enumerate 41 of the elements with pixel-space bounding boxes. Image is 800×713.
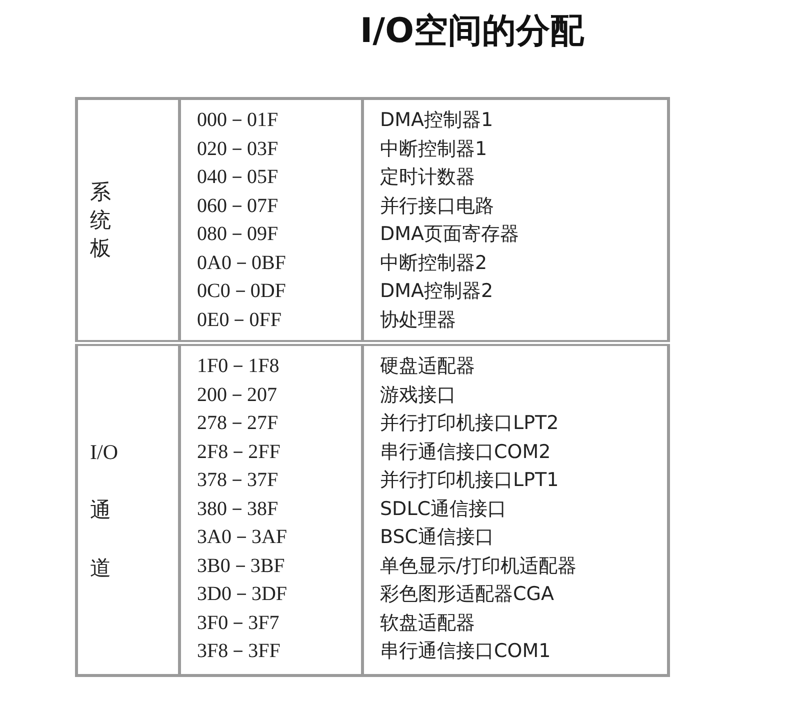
- address-range: 2F8－2FF: [197, 440, 280, 464]
- device-name: 并行打印机接口LPT2: [380, 411, 559, 435]
- address-range: 278－27F: [197, 411, 278, 435]
- group-label: 系统板: [90, 179, 111, 262]
- address-range: 3A0－3AF: [197, 525, 288, 549]
- address-range: 1F0－1F8: [197, 354, 280, 378]
- device-name: 游戏接口: [380, 382, 456, 406]
- group-label: I/O通道: [90, 438, 118, 582]
- address-range: 080－09F: [197, 222, 278, 246]
- address-range: 3F0－3F7: [197, 610, 280, 634]
- title: I/O空间的分配: [360, 10, 584, 53]
- address-range: 000－01F: [197, 108, 278, 132]
- device-name: 并行接口电路: [380, 194, 494, 218]
- device-name: 中断控制器2: [380, 250, 488, 274]
- device-name: DMA控制器2: [380, 279, 494, 303]
- address-range: 200－207: [197, 382, 277, 406]
- device-name: 并行打印机接口LPT1: [380, 468, 559, 492]
- device-name: 彩色图形适配器CGA: [380, 582, 554, 606]
- address-range: 3F8－3FF: [197, 639, 280, 663]
- address-range: 3D0－3DF: [197, 582, 288, 606]
- address-range: 060－07F: [197, 194, 278, 218]
- device-name: 中断控制器1: [380, 136, 488, 160]
- address-range: 378－37F: [197, 468, 278, 492]
- address-range: 0C0－0DF: [197, 279, 286, 303]
- address-range: 040－05F: [197, 165, 278, 189]
- device-name: DMA控制器1: [380, 108, 494, 132]
- device-name: DMA页面寄存器: [380, 222, 520, 246]
- device-name: 串行通信接口COM2: [380, 440, 551, 464]
- address-range: 0E0－0FF: [197, 308, 282, 332]
- device-name: SDLC通信接口: [380, 496, 507, 520]
- device-name: 软盘适配器: [380, 610, 475, 634]
- device-name: 串行通信接口COM1: [380, 639, 551, 663]
- address-range: 380－38F: [197, 496, 278, 520]
- address-range: 3B0－3BF: [197, 554, 285, 578]
- device-name: BSC通信接口: [380, 525, 494, 549]
- device-name: 协处理器: [380, 308, 456, 332]
- device-name: 单色显示/打印机适配器: [380, 554, 576, 578]
- address-range: 020－03F: [197, 136, 278, 160]
- device-name: 定时计数器: [380, 165, 475, 189]
- device-name: 硬盘适配器: [380, 354, 475, 378]
- address-range: 0A0－0BF: [197, 250, 286, 274]
